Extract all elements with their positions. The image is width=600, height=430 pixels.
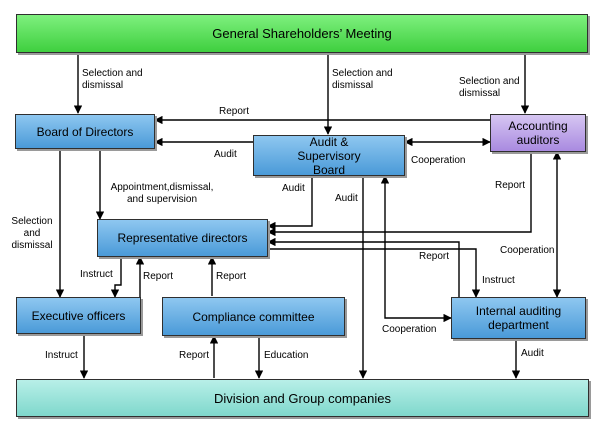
arrow-ia-audit-board-coop <box>380 175 452 323</box>
label-audit: Audit <box>282 183 305 194</box>
executive-officers-box: Executive officers <box>16 297 141 334</box>
label-selection-dismissal: Selection and dismissal <box>459 76 520 99</box>
internal-auditing-department-box: Internal auditing department <box>451 297 586 339</box>
label-selection-dismissal: Selection and dismissal <box>11 216 53 251</box>
label-cooperation: Cooperation <box>500 245 555 256</box>
label-report: Report <box>179 350 210 361</box>
shareholders-box: General Shareholders’ Meeting <box>16 14 588 53</box>
label-cooperation: Cooperation <box>411 155 466 166</box>
arrow-accounting-report-to-rep <box>267 152 532 237</box>
label-instruct: Instruct <box>482 275 515 286</box>
label-report: Report <box>143 271 174 282</box>
audit-supervisory-board-box: Audit & Supervisory Board <box>253 135 405 177</box>
label-report: Report <box>216 271 247 282</box>
label-audit: Audit <box>335 193 358 204</box>
label-instruct: Instruct <box>80 269 113 280</box>
label-instruct: Instruct <box>45 350 78 361</box>
compliance-committee-box: Compliance committee <box>162 297 345 336</box>
label-report: Report <box>419 251 450 262</box>
label-cooperation: Cooperation <box>382 324 437 335</box>
label-education: Education <box>264 350 309 361</box>
label-audit: Audit <box>521 348 544 359</box>
label-selection-dismissal: Selection and dismissal <box>82 68 143 91</box>
arrow-ia-report-to-rep <box>267 237 460 297</box>
arrow-audit-board-to-rep <box>267 176 313 231</box>
accounting-auditors-box: Accounting auditors <box>490 114 586 152</box>
label-report: Report <box>219 106 250 117</box>
label-report: Report <box>495 180 526 191</box>
arrow-rep-instruct-to-exec <box>110 257 122 298</box>
representative-directors-box: Representative directors <box>97 219 268 257</box>
label-selection-dismissal: Selection and dismissal <box>332 68 393 91</box>
board-of-directors-box: Board of Directors <box>15 114 155 149</box>
division-group-companies-box: Division and Group companies <box>16 379 589 417</box>
arrow-rep-instruct-to-ia <box>268 248 481 298</box>
label-appointment-dismissal-supervision: Appointment,dismissal, and supervision <box>110 182 214 205</box>
label-audit: Audit <box>214 149 237 160</box>
